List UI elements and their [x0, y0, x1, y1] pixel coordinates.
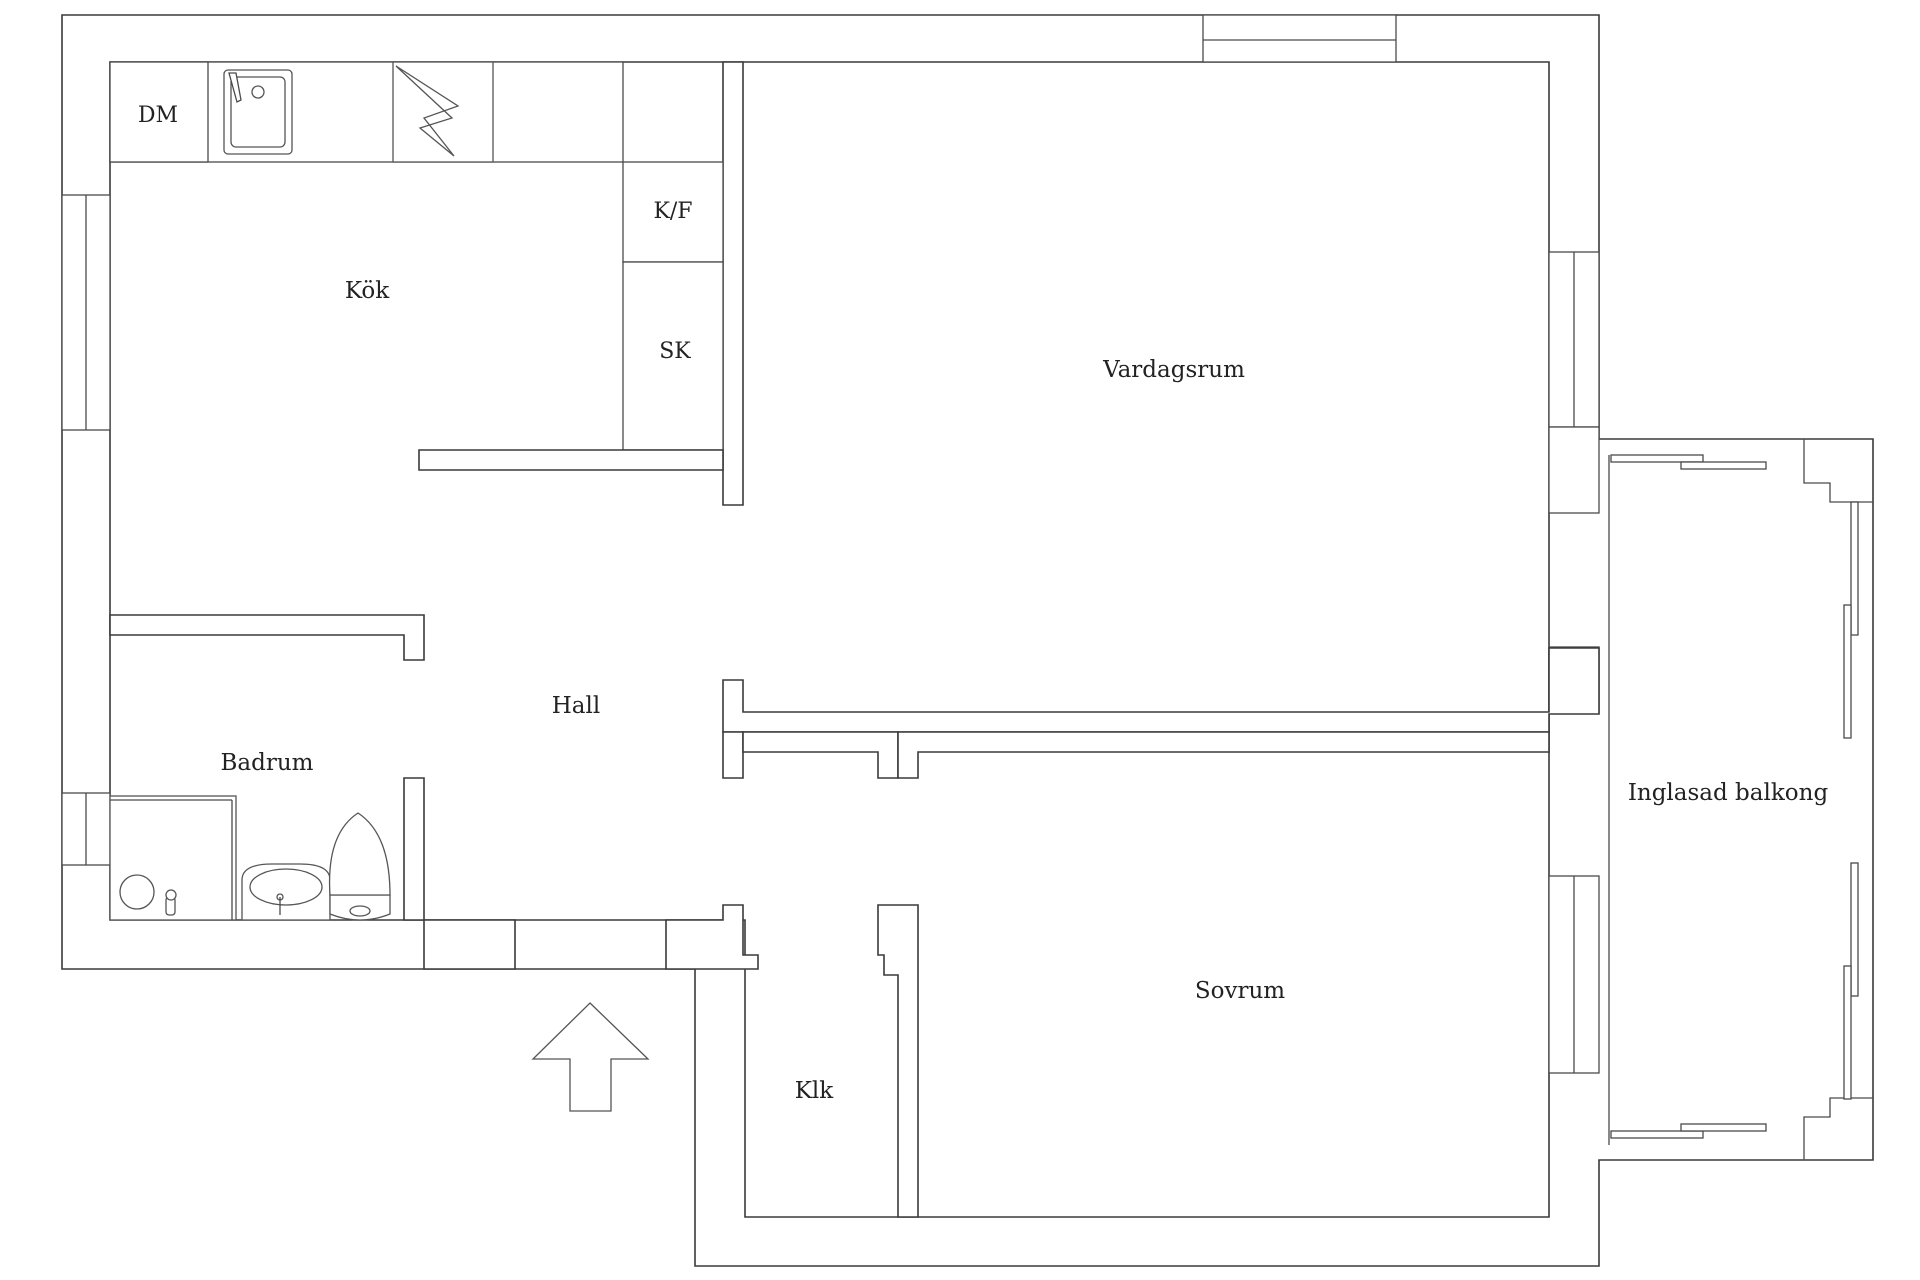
kitchen-counter — [109, 61, 624, 163]
stove-icon — [395, 65, 460, 157]
wall-closet-left — [665, 904, 759, 970]
room-label-bedroom: Sovrum — [1195, 978, 1285, 1004]
fixture-label-fridge-freezer: K/F — [653, 199, 692, 224]
wall-hall-bedroom — [722, 731, 744, 779]
wall-kitchen-bathroom — [109, 614, 425, 661]
room-label-living-room: Vardagsrum — [1102, 357, 1245, 383]
wall-entrance-left — [423, 919, 516, 970]
window-left-kitchen — [61, 194, 111, 431]
bathroom-fixtures — [109, 795, 391, 921]
toilet-bowl — [328, 812, 391, 896]
up-arrow-icon — [531, 1002, 650, 1112]
shower-drain — [119, 874, 155, 910]
wall-kitchen-bottom — [418, 449, 724, 471]
wall-hall-living — [722, 647, 1600, 733]
kitchen-tall-cabinets — [622, 161, 724, 451]
window-living-room-right — [1548, 251, 1600, 428]
wall-kitchen-living — [722, 61, 744, 506]
outer-wall — [61, 14, 1874, 1267]
window-left-bathroom — [61, 792, 111, 866]
fixture-label-cabinet: SK — [659, 339, 691, 364]
wall-bedroom-top — [742, 731, 899, 779]
dishwasher-cabinet — [109, 61, 209, 163]
room-label-closet: Klk — [795, 1078, 835, 1104]
balcony-door-jamb-upper — [1548, 426, 1600, 514]
room-label-hall: Hall — [552, 693, 600, 719]
kitchen-sink — [223, 69, 293, 155]
window-top — [1202, 14, 1397, 63]
room-label-bathroom: Badrum — [221, 750, 314, 776]
wall-closet-right — [877, 904, 919, 1218]
wall-bedroom-top-right — [897, 731, 1550, 779]
balcony-glazing — [1608, 439, 1873, 1160]
room-label-kitchen: Kök — [345, 278, 390, 304]
wall-bathroom-right — [403, 777, 425, 921]
room-label-glazed-balcony: Inglasad balkong — [1628, 780, 1829, 806]
window-bedroom-right — [1548, 875, 1600, 1074]
fixture-label-dishwasher: DM — [138, 103, 178, 128]
